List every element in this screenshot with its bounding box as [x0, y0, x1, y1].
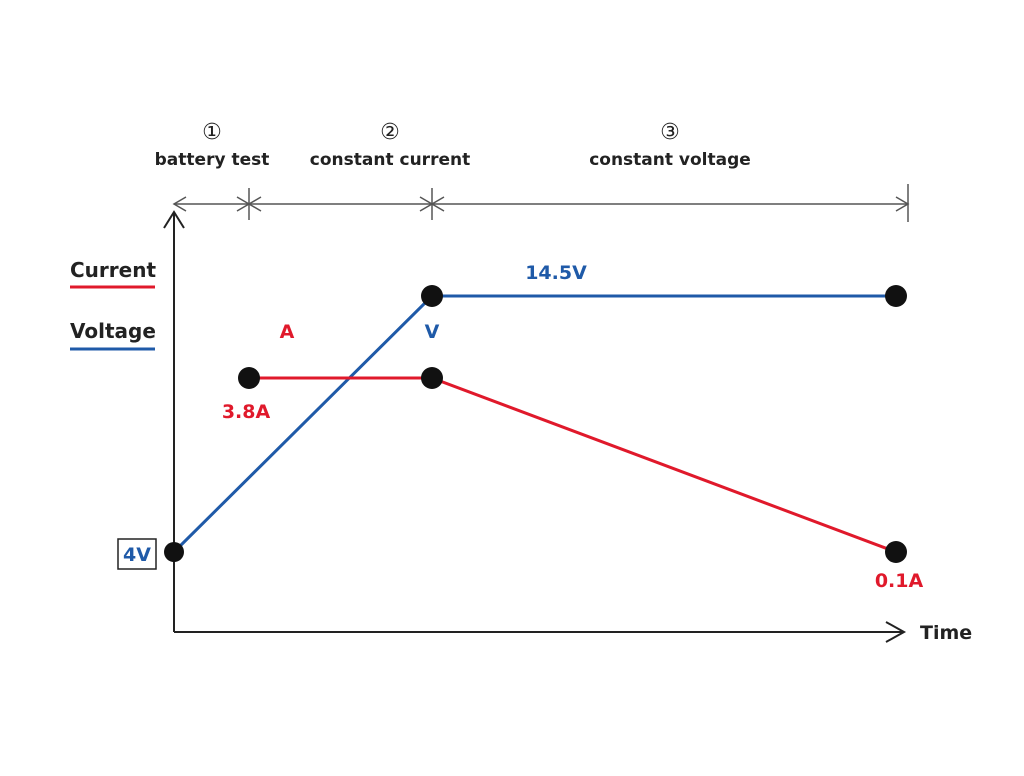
start-voltage-label: 4V [123, 544, 151, 566]
point-voltage-end [885, 285, 907, 307]
y-axis-arrow [163, 210, 185, 229]
timeline-arrow-left [172, 196, 187, 212]
timeline-tick-1-arrow-out [247, 196, 262, 212]
point-voltage-start [164, 542, 184, 562]
point-current-cc-end [421, 367, 443, 389]
phase-2-number: ② [380, 120, 400, 145]
point-current-end [885, 541, 907, 563]
value-labels: 4V A V 3.8A 14.5V 0.1A [117, 262, 924, 592]
legend: Current Voltage [70, 258, 156, 351]
x-axis-arrow [885, 621, 907, 643]
cc-current-label: 3.8A [222, 401, 271, 423]
point-voltage-peak [421, 285, 443, 307]
timeline-tick-2-arrow-out [430, 196, 445, 212]
cv-voltage-label: 14.5V [525, 262, 587, 284]
phase-2-label: constant current [310, 150, 470, 170]
legend-voltage-label: Voltage [70, 319, 156, 343]
phase-1-label: battery test [155, 150, 270, 170]
current-mark-label: A [280, 321, 295, 343]
start-voltage-box [117, 538, 157, 570]
x-axis-label: Time [920, 622, 972, 644]
phase-1-number: ① [202, 120, 222, 145]
legend-current-label: Current [70, 258, 156, 282]
axes: Time [163, 210, 972, 644]
phase-timeline: ① battery test ② constant current ③ cons… [155, 120, 910, 222]
end-current-label: 0.1A [875, 570, 924, 592]
phase-3-label: constant voltage [589, 150, 751, 170]
points [164, 285, 907, 563]
voltage-mark-label: V [425, 321, 440, 343]
phase-3-number: ③ [660, 120, 680, 145]
point-current-start [238, 367, 260, 389]
current-line [249, 376, 897, 554]
